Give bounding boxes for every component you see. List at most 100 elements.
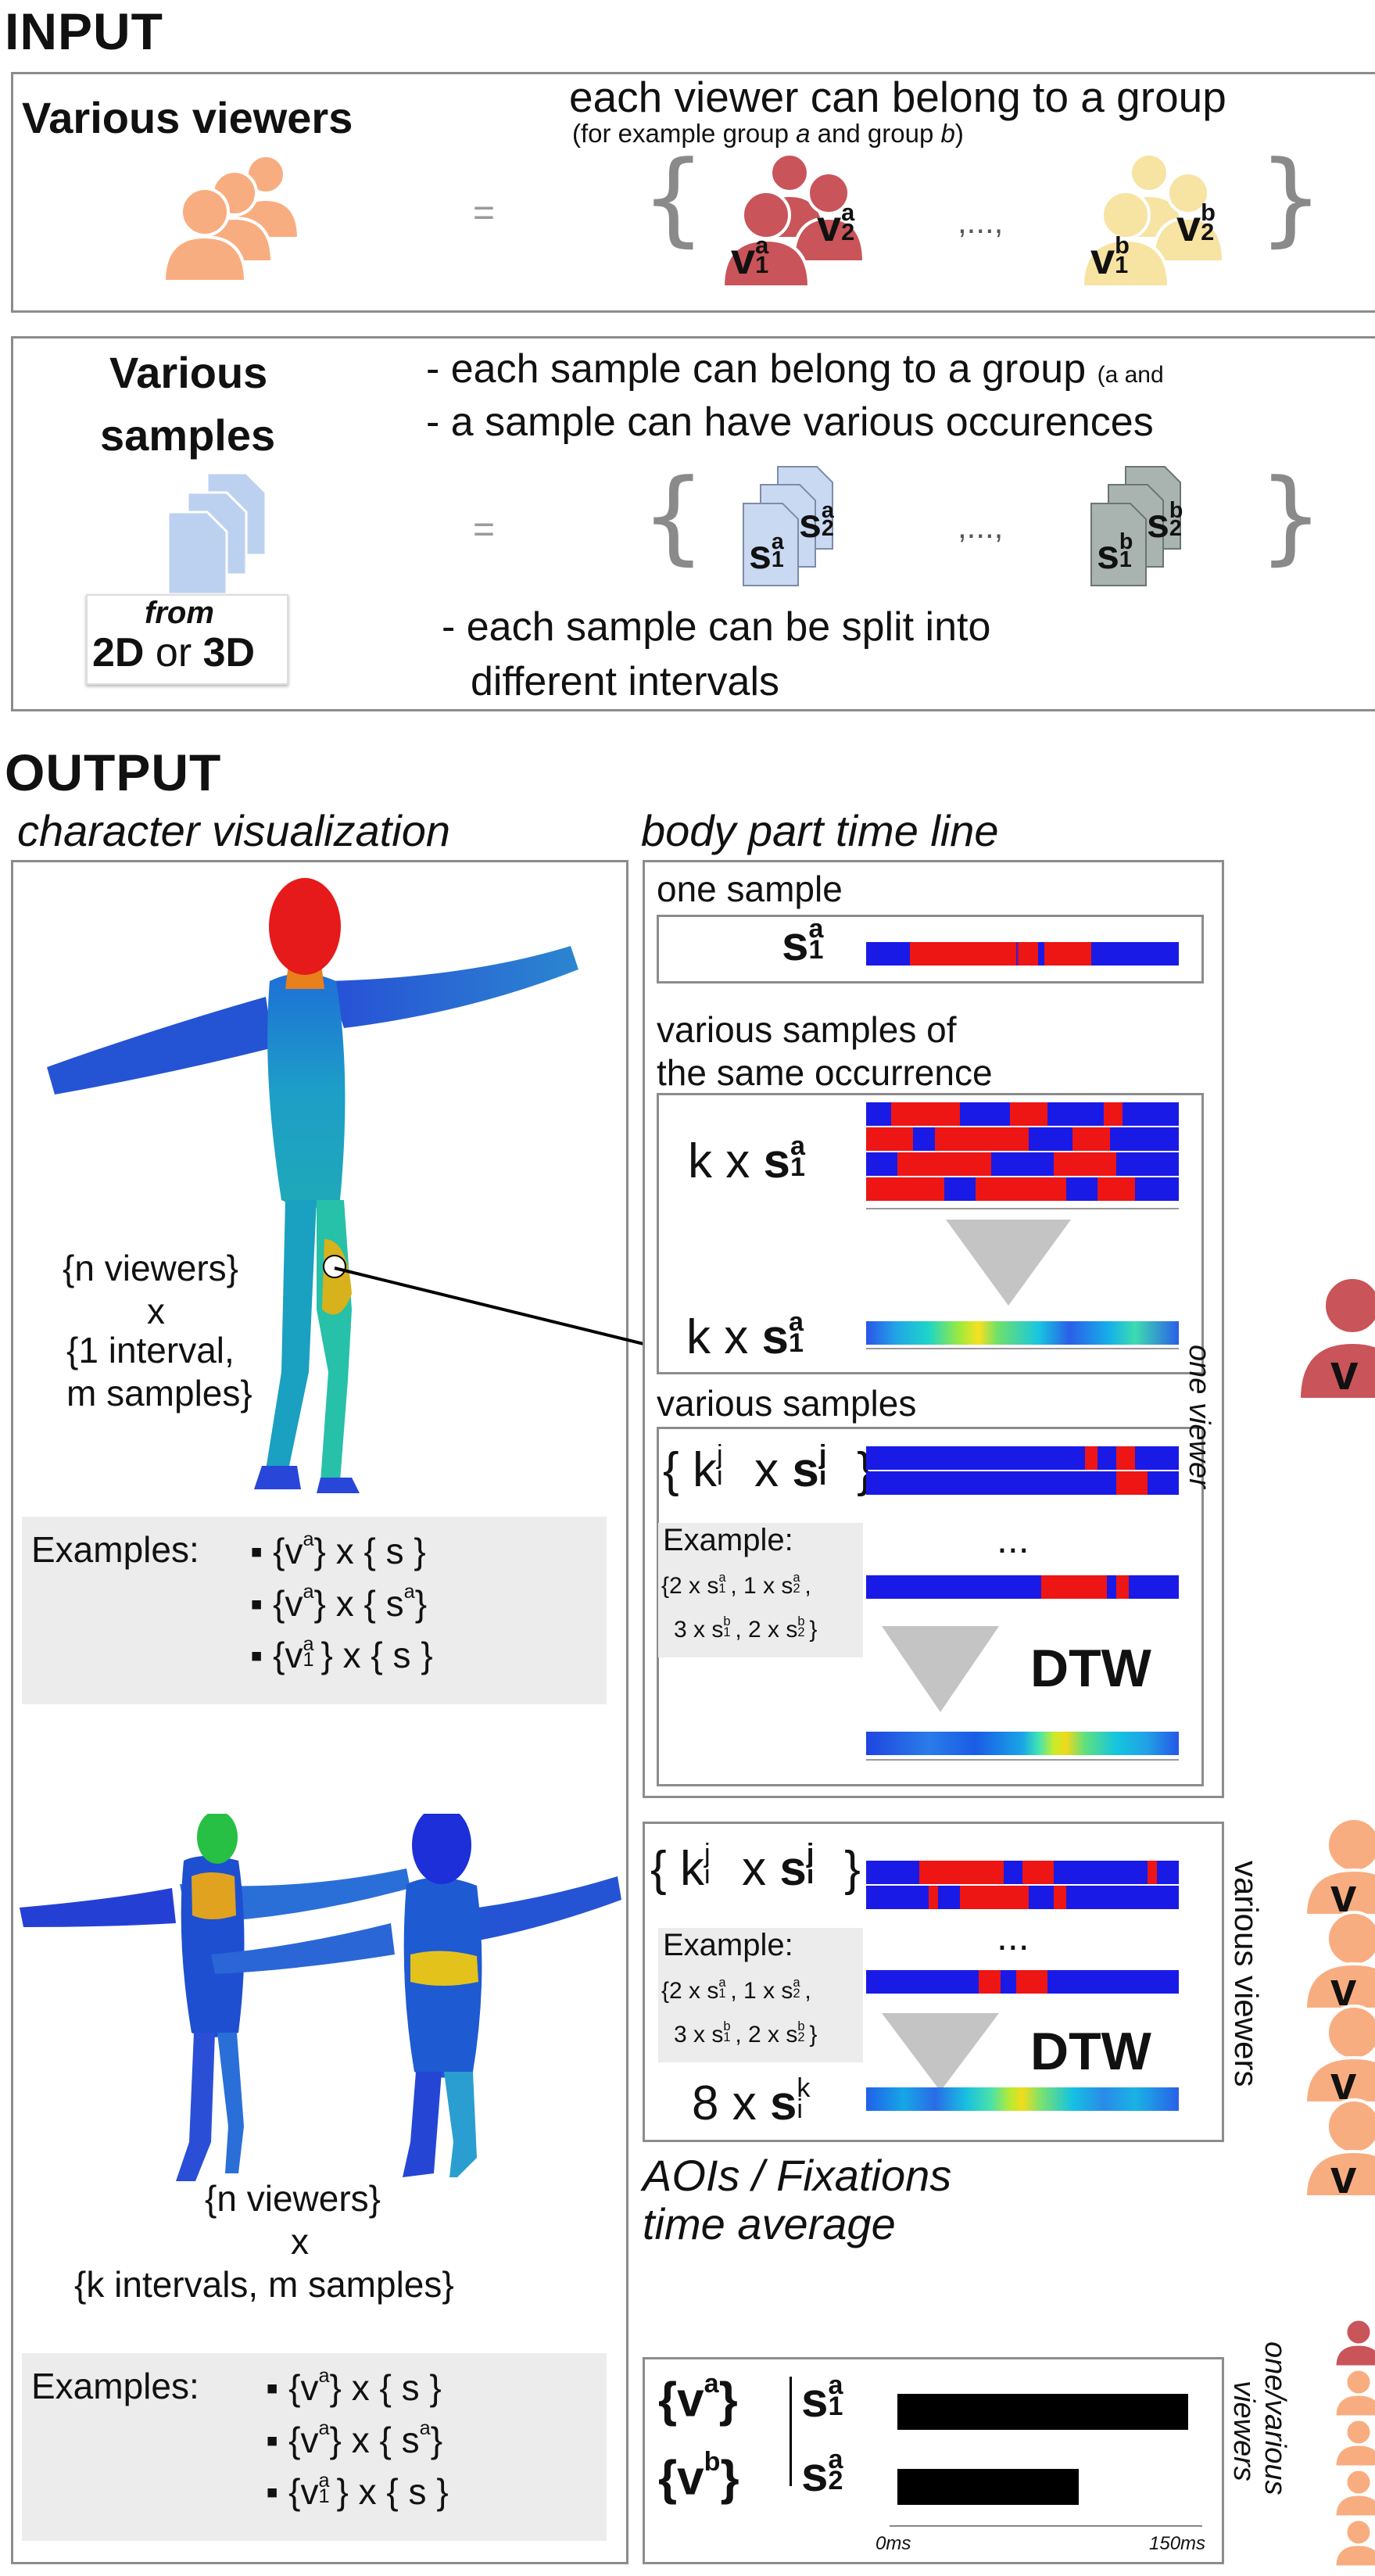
aoi-axis-line	[890, 2525, 1202, 2527]
example-top-2: ▪ {va} x { sa}	[250, 1581, 428, 1624]
sample-b-docs-icon	[1090, 466, 1181, 586]
example-bottom-2: ▪ {va} x { sa}	[266, 2417, 443, 2460]
various-viewers-dots: ...	[997, 1915, 1029, 1958]
from-label: from	[145, 596, 214, 630]
various-viewers-heat-timeline	[866, 2087, 1179, 2111]
body-timeline-title: body part time line	[641, 806, 999, 855]
example-bottom-1: ▪ {va} x { s }	[266, 2365, 442, 2408]
various-samples-dots: ...	[997, 1517, 1029, 1561]
various-same-label-2: the same occurrence	[657, 1052, 993, 1093]
various-viewers-label: various viewers	[1228, 1861, 1265, 2087]
svg-text:v: v	[1330, 1869, 1357, 1922]
various-samples-label: various samples	[657, 1383, 917, 1424]
samples-title-1: Various	[109, 348, 268, 397]
various-same-timeline-2	[866, 1127, 1179, 1151]
samples-open-brace: {	[641, 457, 706, 575]
aoi-va: {va}	[658, 2369, 738, 2427]
various-same-timeline-4	[866, 1177, 1179, 1201]
samples-desc-line3: - each sample can be split into	[442, 604, 991, 650]
top-char-label-1: {n viewers}	[63, 1248, 239, 1288]
one-various-label-1: one/various	[1259, 2341, 1291, 2495]
various-same-timeline-3	[866, 1152, 1179, 1176]
one-sample-timeline	[866, 942, 1179, 966]
output-heading: OUTPUT	[5, 743, 222, 801]
viewers-open-brace: {	[641, 138, 706, 257]
connector-line	[334, 1267, 682, 1360]
viewer-yellow-group-icon	[1080, 152, 1226, 288]
aoi-separator	[790, 2377, 792, 2486]
various-viewers-arrow	[882, 2013, 999, 2091]
various-samples-timeline-3	[866, 1575, 1179, 1599]
various-samples-timeline-2	[866, 1471, 1179, 1495]
top-char-label-4: m samples}	[66, 1373, 252, 1413]
viewers-title: Various viewers	[22, 93, 353, 142]
viewers-desc-line1: each viewer can belong to a group	[569, 73, 1226, 121]
aoi-title-2: time average	[643, 2199, 896, 2248]
one-viewer-icon: v	[1297, 1276, 1375, 1401]
sample-docs-icon	[167, 471, 267, 596]
from-2d-3d: 2D or 3D	[92, 630, 256, 675]
aoi-bar-1	[897, 2394, 1188, 2430]
viewer-group-icon	[162, 154, 301, 283]
various-same-heat-axis	[866, 1348, 1179, 1349]
various-viewers-timeline-1	[866, 1861, 1179, 1884]
various-same-axis	[866, 1208, 1179, 1209]
examples-top-label: Examples:	[31, 1529, 199, 1570]
bottom-char-label-2: x	[291, 2221, 309, 2262]
examples-bottom-box	[22, 2353, 607, 2541]
character-vis-title: character visualization	[17, 806, 451, 855]
various-viewers-timeline-2	[866, 1886, 1179, 1909]
various-samples-arrow	[882, 1626, 999, 1712]
various-samples-heat-axis	[866, 1759, 1179, 1761]
samples-desc-line1: - each sample can belong to a group (a a…	[426, 346, 1164, 392]
bottom-char-label-3: {k intervals, m samples}	[74, 2264, 454, 2305]
samples-desc-line2: - a sample can have various occurences	[426, 399, 1154, 445]
various-samples-example-label: Example:	[663, 1523, 793, 1557]
aoi-vb: {vb}	[658, 2447, 739, 2506]
various-same-arrow	[946, 1220, 1071, 1306]
various-viewers-dtw: DTW	[1030, 2022, 1151, 2081]
various-same-label-1: various samples of	[657, 1009, 957, 1050]
various-viewers-timeline-3	[866, 1970, 1179, 1994]
top-char-label-2: x	[147, 1291, 165, 1331]
aoi-axis-start: 0ms	[875, 2533, 911, 2554]
svg-text:v: v	[1330, 1344, 1359, 1400]
samples-desc-line4: different intervals	[471, 659, 780, 704]
examples-top-box	[22, 1517, 607, 1704]
aoi-bar-2	[897, 2469, 1079, 2505]
viewers-equals: =	[473, 192, 496, 234]
svg-text:v: v	[1330, 2151, 1357, 2203]
viewers-close-brace: }	[1259, 138, 1323, 257]
example-top-1: ▪ {va} x { s }	[250, 1528, 426, 1571]
samples-close-brace: }	[1259, 457, 1323, 575]
viewers-desc-line2: (for example group a and group b)	[572, 119, 964, 148]
one-various-icons	[1334, 2318, 1375, 2568]
viewers-ellipsis: ,...,	[958, 203, 1004, 240]
sample-a-docs-icon	[743, 466, 833, 586]
top-char-label-3: {1 interval,	[66, 1330, 235, 1370]
various-samples-example-box	[658, 1523, 863, 1657]
character-body-bottom	[20, 1814, 621, 2181]
svg-text:v: v	[1330, 2057, 1357, 2109]
various-samples-dtw: DTW	[1030, 1639, 1151, 1698]
various-viewers-icons: v v v v	[1303, 1817, 1375, 2203]
various-viewers-example-box	[658, 1928, 863, 2062]
various-samples-heat-timeline	[866, 1732, 1179, 1755]
various-same-timeline-1	[866, 1102, 1179, 1126]
